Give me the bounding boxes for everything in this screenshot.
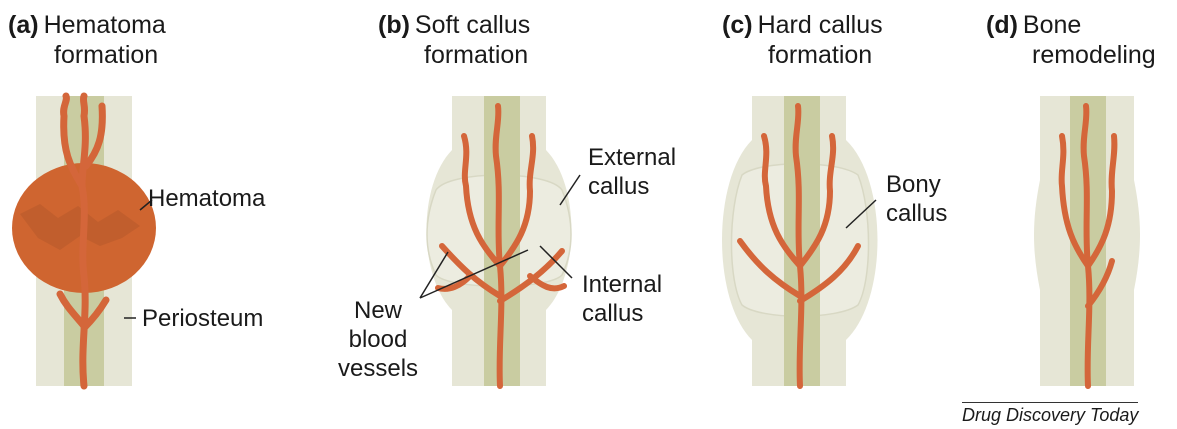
label-periosteum: Periosteum [142, 304, 263, 333]
label-bony-callus-line2: callus [886, 199, 947, 228]
source-credit: Drug Discovery Today [962, 402, 1138, 425]
label-new-blood-vessels: New blood vessels [338, 296, 418, 383]
panel-c-title-line1: Hard callus [758, 11, 883, 39]
panel-b-letter: (b) [378, 11, 410, 39]
panel-d-title-line1: Bone [1023, 11, 1081, 39]
panel-d-bone [1034, 96, 1140, 386]
panel-c-title-line2: formation [768, 40, 883, 70]
panel-b-title-line1: Soft callus [415, 11, 530, 39]
panel-d-title-line2: remodeling [1032, 40, 1156, 70]
panel-a-title: (a)Hematoma formation [8, 10, 166, 70]
panel-b-title-line2: formation [424, 40, 530, 70]
panel-c-letter: (c) [722, 11, 753, 39]
panel-d-letter: (d) [986, 11, 1018, 39]
label-bony-callus-line1: Bony [886, 170, 947, 199]
panel-b-title: (b)Soft callus formation [378, 10, 530, 70]
label-new-blood-vessels-line2: blood [338, 325, 418, 354]
label-bony-callus: Bony callus [886, 170, 947, 228]
label-internal-callus-line1: Internal [582, 270, 662, 299]
label-external-callus: External callus [588, 143, 676, 201]
label-external-callus-line1: External [588, 143, 676, 172]
panel-c-bone [722, 96, 878, 386]
label-internal-callus-line2: callus [582, 299, 662, 328]
label-new-blood-vessels-line1: New [338, 296, 418, 325]
panel-b-bone [420, 96, 580, 386]
panel-a-bone [12, 96, 156, 386]
label-hematoma: Hematoma [148, 184, 265, 213]
label-internal-callus: Internal callus [582, 270, 662, 328]
label-new-blood-vessels-line3: vessels [338, 354, 418, 383]
panel-a-title-line1: Hematoma [44, 11, 166, 39]
panel-a-title-line2: formation [54, 40, 166, 70]
panel-c-title: (c)Hard callus formation [722, 10, 883, 70]
panel-d-title: (d)Bone remodeling [986, 10, 1156, 70]
panel-a-letter: (a) [8, 11, 39, 39]
label-external-callus-line2: callus [588, 172, 676, 201]
